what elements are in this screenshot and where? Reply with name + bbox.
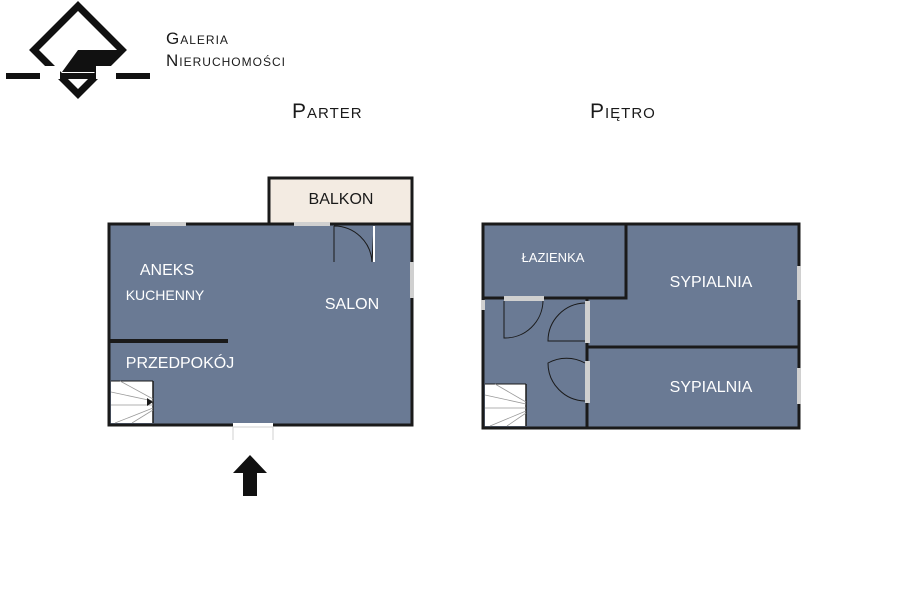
kitchen-label-line2: KUCHENNY [126,287,205,303]
arrow-up-icon [233,455,267,496]
living-room-label: SALON [325,296,379,313]
balcony-door [333,225,375,263]
bathroom-door [503,300,544,339]
bedroom2-label: SYPIALNIA [670,379,753,396]
upper-floor-title: Piętro [590,100,656,123]
brand-line1: Galeria [166,29,229,48]
brand-line2: Nieruchomości [166,51,286,70]
galeria-g-diamond-logo-icon [6,1,150,99]
kitchen-label-line1: ANEKS [140,262,194,279]
bathroom-label: ŁAZIENKA [522,250,585,265]
bedroom2-door [547,357,586,402]
ground-floor-title: Parter [292,100,363,123]
brand-name: Galeria Nieruchomości [166,28,286,72]
bedroom1-label: SYPIALNIA [670,274,753,291]
window [410,262,414,298]
stairs-upper [484,383,527,427]
balcony-label: BALKON [309,191,374,208]
entrance-door [233,423,273,427]
balcony-area [267,176,414,226]
upper-floor-plan: ŁAZIENKA SYPIALNIA SYPIALNIA [481,222,801,430]
hall-label: PRZEDPOKÓJ [126,353,234,372]
ground-floor-area [107,222,414,427]
upper-floor-area [481,222,801,430]
window [294,222,330,226]
window [797,266,801,300]
brand-logo [6,1,150,99]
bedroom1-door [547,302,586,342]
window [797,368,801,404]
window [150,222,186,226]
window [481,300,485,310]
stairs-ground [110,380,154,424]
ground-floor-plan: BALKON ANEKS KUCHENNY SALON PRZEDPOKÓJ [107,176,414,496]
